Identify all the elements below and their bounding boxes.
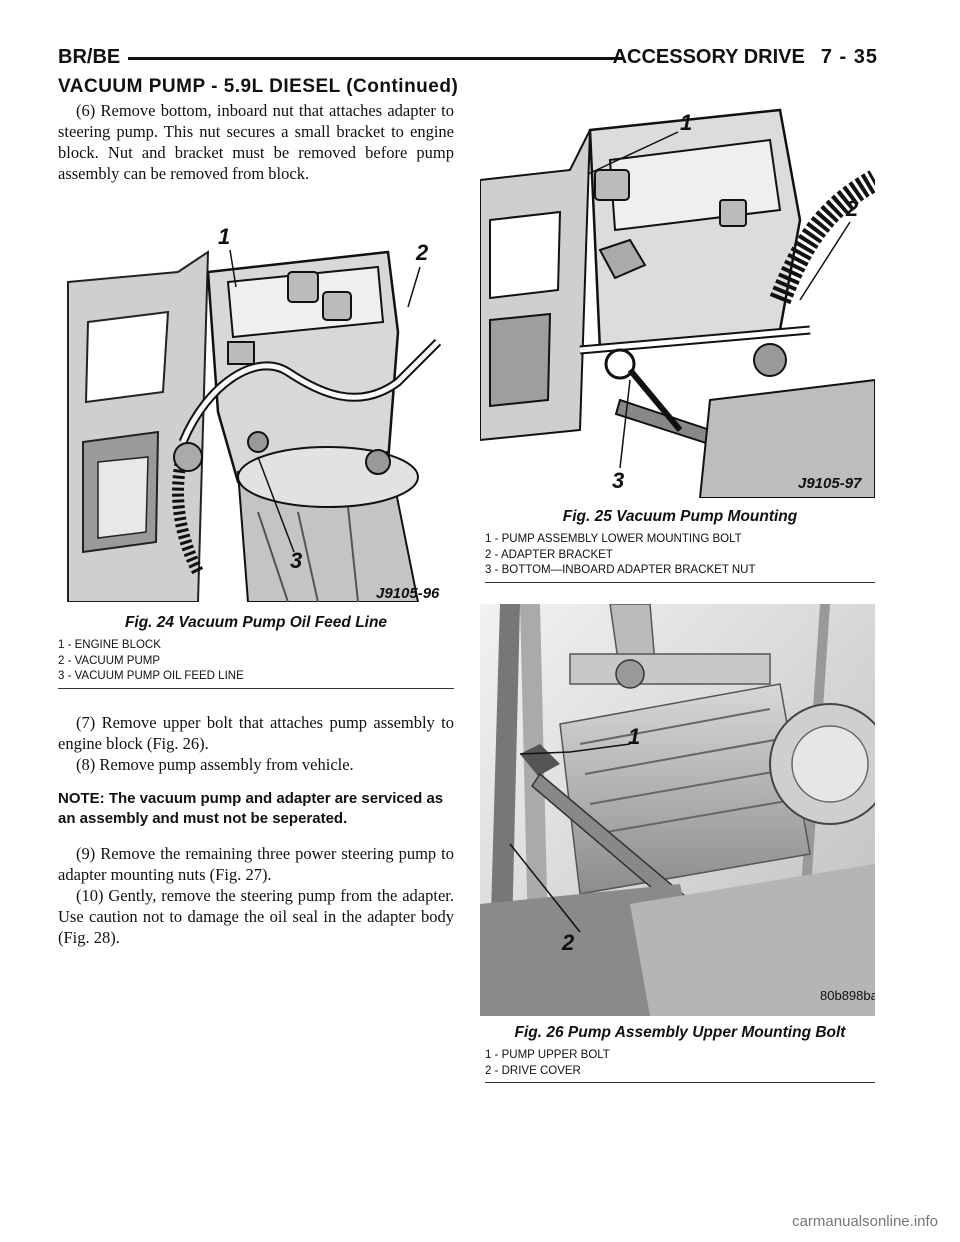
steps-7-10-block: (7) Remove upper bolt that attaches pump… (58, 712, 454, 948)
fig25-legend-1: 1 - PUMP ASSEMBLY LOWER MOUNTING BOLT (485, 533, 742, 545)
fig26-rule (485, 1082, 875, 1083)
note-text: NOTE: The vacuum pump and adapter are se… (58, 790, 444, 827)
fig26-illustration: 1 2 80b898ba (480, 604, 875, 1016)
fig24-illustration: 1 2 3 J9105-96 (58, 212, 454, 602)
fig25-code: J9105-97 (798, 475, 862, 492)
step-8-text: (8) Remove pump assembly from vehicle. (76, 755, 354, 774)
fig25-legend-2: 2 - ADAPTER BRACKET (485, 548, 613, 561)
fig24-caption: Fig. 24 Vacuum Pump Oil Feed Line (124, 614, 388, 631)
fig24-callout-2: 2 (415, 240, 429, 265)
page-header: BR/BE ACCESSORY DRIVE 7 - 35 (58, 46, 878, 70)
fig25-caption-block: Fig. 25 Vacuum Pump Mounting 1 - PUMP AS… (485, 508, 875, 583)
fig24-legend-2: 2 - VACUUM PUMP (58, 654, 161, 667)
fig24-legend-3: 3 - VACUUM PUMP OIL FEED LINE (58, 670, 244, 682)
fig25-rule (485, 581, 875, 583)
fig25-callout-1: 1 (680, 110, 692, 135)
fig26-caption-block: Fig. 26 Pump Assembly Upper Mounting Bol… (485, 1024, 875, 1083)
fig25-legend-3: 3 - BOTTOM—INBOARD ADAPTER BRACKET NUT (485, 564, 756, 576)
header-chapter: ACCESSORY DRIVE 7 - 35 (613, 46, 878, 69)
fig24-legend-1: 1 - ENGINE BLOCK (58, 639, 161, 651)
step-10-text: (10) Gently, remove the steering pump fr… (58, 886, 454, 947)
page-number: 7 - 35 (820, 46, 878, 68)
fig25-illustration: 1 2 3 J9105-97 (480, 100, 875, 498)
fig26-code: 80b898ba (820, 988, 875, 1003)
fig24-code: J9105-96 (376, 585, 440, 602)
fig25-callout-3: 3 (612, 468, 624, 493)
fig26-callout-2: 2 (561, 930, 575, 955)
fig24-callout-1: 1 (218, 224, 230, 249)
fig24-callout-3: 3 (290, 548, 302, 573)
header-rule (128, 57, 623, 60)
step-9-text: (9) Remove the remaining three power ste… (58, 844, 454, 884)
fig24-caption-block: Fig. 24 Vacuum Pump Oil Feed Line 1 - EN… (58, 614, 454, 689)
header-model: BR/BE (58, 46, 121, 68)
section-title: VACUUM PUMP - 5.9L DIESEL (Continued) (58, 76, 459, 97)
fig26-caption: Fig. 26 Pump Assembly Upper Mounting Bol… (514, 1024, 846, 1041)
fig25-callout-2: 2 (845, 196, 859, 221)
step-6-block: (6) Remove bottom, inboard nut that atta… (58, 100, 454, 184)
fig26-legend-1: 1 - PUMP UPPER BOLT (485, 1049, 610, 1061)
footer-watermark[interactable]: carmanualsonline.info (792, 1213, 938, 1230)
fig26-callout-1: 1 (628, 724, 640, 749)
fig24-rule (58, 687, 454, 689)
step-6-text: (6) Remove bottom, inboard nut that atta… (58, 101, 454, 183)
step-7-text: (7) Remove upper bolt that attaches pump… (58, 713, 454, 753)
fig25-caption: Fig. 25 Vacuum Pump Mounting (562, 508, 798, 525)
header-chapter-title: ACCESSORY DRIVE (612, 46, 805, 68)
fig26-legend-2: 2 - DRIVE COVER (485, 1064, 581, 1077)
